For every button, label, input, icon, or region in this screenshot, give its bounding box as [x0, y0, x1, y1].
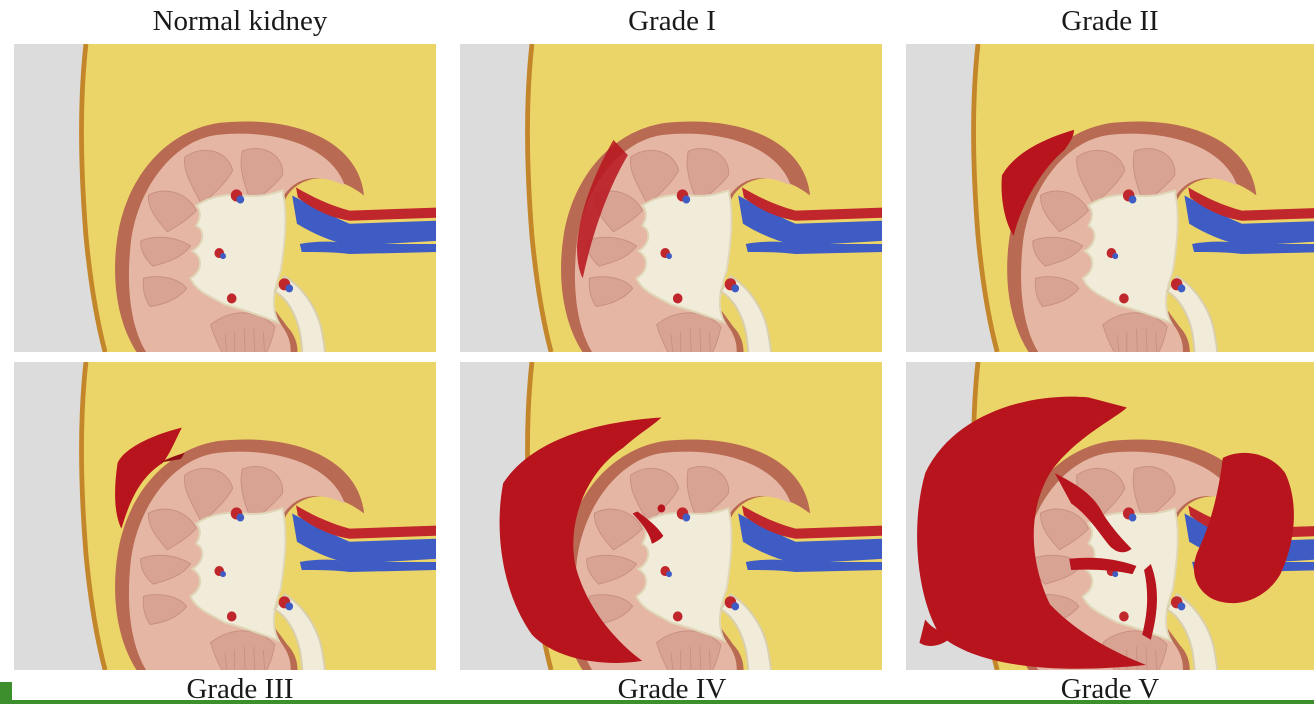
- panel-normal-kidney: [14, 44, 436, 352]
- panel-grade-4: [460, 362, 882, 670]
- kidney-grade-4-illustration: [460, 362, 882, 670]
- panel-grade-1: [460, 44, 882, 352]
- label-grade-2: Grade II: [890, 4, 1314, 38]
- kidney-grade-5-illustration: [906, 362, 1314, 670]
- kidney-grade-3-illustration: [14, 362, 436, 670]
- kidney-normal-illustration: [14, 44, 436, 352]
- panel-grade-3: [14, 362, 436, 670]
- panel-grade-2: [906, 44, 1314, 352]
- kidney-grade-1-illustration: [460, 44, 882, 352]
- label-normal-kidney: Normal kidney: [20, 4, 460, 38]
- kidney-grade-2-illustration: [906, 44, 1314, 352]
- panel-grade-5: [906, 362, 1314, 670]
- corner-mark: [0, 682, 12, 704]
- label-grade-1: Grade I: [452, 4, 892, 38]
- bottom-divider: [0, 700, 1314, 704]
